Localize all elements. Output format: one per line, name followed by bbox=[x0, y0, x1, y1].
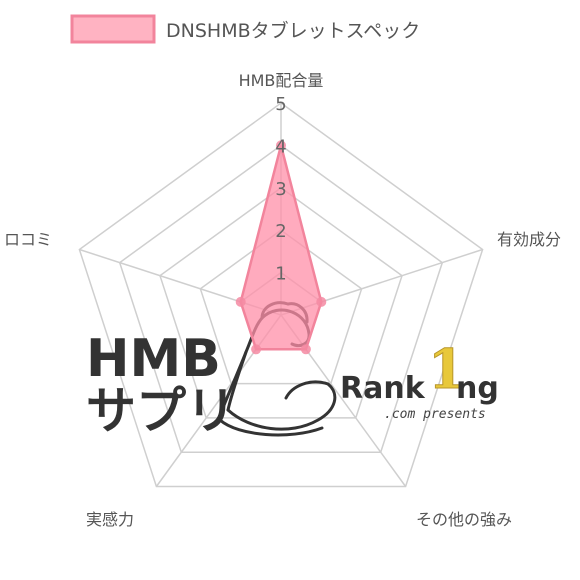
legend-label: DNSHMBタブレットスペック bbox=[166, 19, 420, 42]
axis-label: その他の強み bbox=[416, 510, 512, 529]
grid-ring-3 bbox=[159, 186, 403, 419]
data-point bbox=[276, 140, 286, 151]
grid-ring-2 bbox=[199, 229, 363, 385]
svg-text:サプリ: サプリ bbox=[86, 382, 236, 440]
legend-swatch[interactable] bbox=[70, 14, 156, 44]
tick-label: 1 bbox=[275, 264, 286, 285]
axis-label: 実感力 bbox=[86, 510, 134, 529]
series-area bbox=[239, 145, 323, 351]
axis-label: HMB配合量 bbox=[239, 71, 324, 90]
svg-text:ng: ng bbox=[456, 371, 499, 406]
data-point bbox=[316, 296, 327, 307]
data-point bbox=[300, 344, 311, 355]
axis-label: ロコミ bbox=[4, 230, 52, 249]
tick-label: 2 bbox=[275, 221, 286, 242]
svg-text:1: 1 bbox=[428, 337, 466, 401]
tick-label: 3 bbox=[275, 179, 286, 200]
hmb-supple-logo: HMB サプリ Rank 1 ng .com presents bbox=[86, 301, 499, 440]
svg-text:HMB: HMB bbox=[86, 329, 221, 389]
grid-ring-4 bbox=[118, 144, 444, 453]
data-point bbox=[251, 344, 262, 355]
svg-text:Rank: Rank bbox=[340, 371, 426, 406]
svg-text:.com presents: .com presents bbox=[384, 407, 486, 422]
data-point bbox=[235, 296, 246, 307]
grid-ring-5 bbox=[78, 102, 484, 488]
radar-series bbox=[235, 140, 327, 355]
axis-label: 有効成分 bbox=[497, 230, 561, 249]
tick-label: 5 bbox=[275, 94, 286, 115]
tick-label: 4 bbox=[275, 136, 286, 157]
